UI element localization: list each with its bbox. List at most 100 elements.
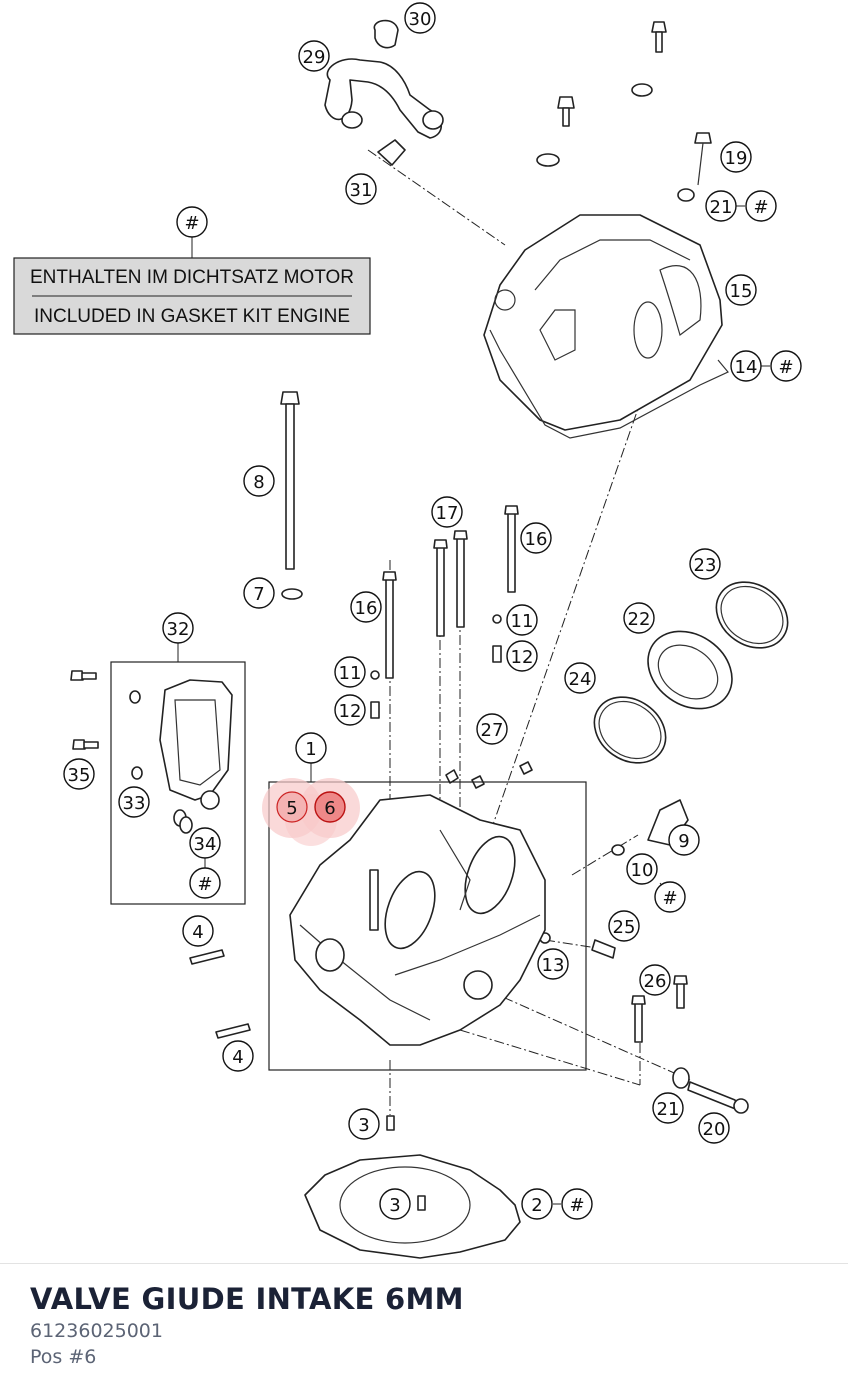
callout-3-lower[interactable]: 3 xyxy=(379,1188,411,1220)
callout-10[interactable]: 10 xyxy=(626,853,658,885)
callout-2[interactable]: 2 xyxy=(521,1188,553,1220)
svg-text:27: 27 xyxy=(481,720,504,741)
callout-15[interactable]: 15 xyxy=(725,274,757,306)
svg-text:15: 15 xyxy=(730,281,753,302)
svg-text:9: 9 xyxy=(678,831,689,852)
part-number: 61236025001 xyxy=(30,1320,163,1342)
callout-7[interactable]: 7 xyxy=(243,577,275,609)
svg-text:12: 12 xyxy=(339,701,362,722)
callout-14-kit[interactable]: # xyxy=(770,350,802,382)
callout-34[interactable]: 34 xyxy=(189,827,221,859)
callout-33[interactable]: 33 xyxy=(118,786,150,818)
callout-3-upper[interactable]: 3 xyxy=(348,1108,380,1140)
svg-text:11: 11 xyxy=(511,611,534,632)
svg-text:12: 12 xyxy=(511,647,534,668)
callout-2-kit[interactable]: # xyxy=(561,1188,593,1220)
callout-14[interactable]: 14 xyxy=(730,350,762,382)
callout-9[interactable]: 9 xyxy=(668,824,700,856)
svg-text:#: # xyxy=(569,1195,584,1216)
svg-text:30: 30 xyxy=(409,9,432,30)
svg-text:2: 2 xyxy=(531,1195,542,1216)
callout-1[interactable]: 1 xyxy=(295,732,327,764)
svg-text:5: 5 xyxy=(286,798,297,819)
svg-text:33: 33 xyxy=(123,793,146,814)
svg-text:25: 25 xyxy=(613,917,636,938)
callout-25[interactable]: 25 xyxy=(608,910,640,942)
callout-20[interactable]: 20 xyxy=(698,1112,730,1144)
callout-34-kit[interactable]: # xyxy=(189,867,221,899)
svg-text:21: 21 xyxy=(710,197,733,218)
svg-text:8: 8 xyxy=(253,472,264,493)
gasket-kit-note: # ENTHALTEN IM DICHTSATZ MOTOR INCLUDED … xyxy=(13,206,371,335)
svg-text:21: 21 xyxy=(657,1099,680,1120)
callout-29[interactable]: 29 xyxy=(298,40,330,72)
svg-text:3: 3 xyxy=(358,1115,369,1136)
callout-11-left[interactable]: 11 xyxy=(334,656,366,688)
svg-text:24: 24 xyxy=(569,669,592,690)
callout-11-right[interactable]: 11 xyxy=(506,604,538,636)
svg-text:19: 19 xyxy=(725,148,748,169)
kit-note-english: INCLUDED IN GASKET KIT ENGINE xyxy=(34,306,350,327)
selection-highlight xyxy=(262,778,360,846)
callout-22[interactable]: 22 xyxy=(623,602,655,634)
callout-21-top-kit[interactable]: # xyxy=(745,190,777,222)
callout-21-bottom[interactable]: 21 xyxy=(652,1092,684,1124)
callout-8[interactable]: 8 xyxy=(243,465,275,497)
svg-text:#: # xyxy=(662,888,677,909)
kit-symbol-circle[interactable] xyxy=(176,206,208,238)
callout-4-upper[interactable]: 4 xyxy=(182,915,214,947)
callout-10-kit[interactable]: # xyxy=(654,881,686,913)
svg-text:35: 35 xyxy=(68,765,91,786)
svg-text:32: 32 xyxy=(167,619,190,640)
kit-note-german: ENTHALTEN IM DICHTSATZ MOTOR xyxy=(30,267,354,288)
svg-text:7: 7 xyxy=(253,584,264,605)
svg-text:10: 10 xyxy=(631,860,654,881)
callout-23[interactable]: 23 xyxy=(689,548,721,580)
svg-text:4: 4 xyxy=(192,922,203,943)
svg-text:29: 29 xyxy=(303,47,326,68)
callout-12-left[interactable]: 12 xyxy=(334,694,366,726)
callout-31[interactable]: 31 xyxy=(345,173,377,205)
svg-text:11: 11 xyxy=(339,663,362,684)
callout-13[interactable]: 13 xyxy=(537,948,569,980)
svg-text:17: 17 xyxy=(436,503,459,524)
callout-4-lower[interactable]: 4 xyxy=(222,1040,254,1072)
part-drawings xyxy=(70,19,789,1259)
selected-part-panel: VALVE GIUDE INTAKE 6MM 61236025001 Pos #… xyxy=(0,1263,848,1391)
callout-30[interactable]: 30 xyxy=(404,2,436,34)
callout-5[interactable]: 5 xyxy=(276,791,308,823)
svg-text:23: 23 xyxy=(694,555,717,576)
callout-24[interactable]: 24 xyxy=(564,662,596,694)
svg-text:22: 22 xyxy=(628,609,651,630)
svg-text:1: 1 xyxy=(305,739,316,760)
callout-17[interactable]: 17 xyxy=(431,496,463,528)
svg-text:26: 26 xyxy=(644,971,667,992)
callout-27[interactable]: 27 xyxy=(476,713,508,745)
svg-text:#: # xyxy=(197,874,212,895)
svg-text:4: 4 xyxy=(232,1047,243,1068)
callout-26[interactable]: 26 xyxy=(639,964,671,996)
svg-text:13: 13 xyxy=(542,955,565,976)
svg-text:16: 16 xyxy=(525,529,548,550)
part-position: Pos #6 xyxy=(30,1346,97,1368)
callout-6-selected[interactable]: 6 xyxy=(314,791,346,823)
svg-text:34: 34 xyxy=(194,834,217,855)
callout-12-right[interactable]: 12 xyxy=(506,640,538,672)
callout-35[interactable]: 35 xyxy=(63,758,95,790)
exploded-parts-diagram: # ENTHALTEN IM DICHTSATZ MOTOR INCLUDED … xyxy=(13,2,802,1259)
callout-21-top[interactable]: 21 xyxy=(705,190,737,222)
svg-text:31: 31 xyxy=(350,180,373,201)
svg-text:3: 3 xyxy=(389,1195,400,1216)
svg-text:14: 14 xyxy=(735,357,758,378)
svg-text:16: 16 xyxy=(355,598,378,619)
callout-16-left[interactable]: 16 xyxy=(350,591,382,623)
cylinder-head-group-frame xyxy=(268,781,587,1071)
part-name: VALVE GIUDE INTAKE 6MM xyxy=(30,1282,464,1316)
callouts: 5 6 1 2 # 3 3 4 4 7 8 9 10 # 11 11 12 12… xyxy=(63,2,802,1220)
svg-text:#: # xyxy=(778,357,793,378)
kit-symbol: # xyxy=(184,213,199,234)
callout-16-right[interactable]: 16 xyxy=(520,522,552,554)
callout-19[interactable]: 19 xyxy=(720,141,752,173)
callout-32[interactable]: 32 xyxy=(162,612,194,644)
svg-text:#: # xyxy=(753,197,768,218)
